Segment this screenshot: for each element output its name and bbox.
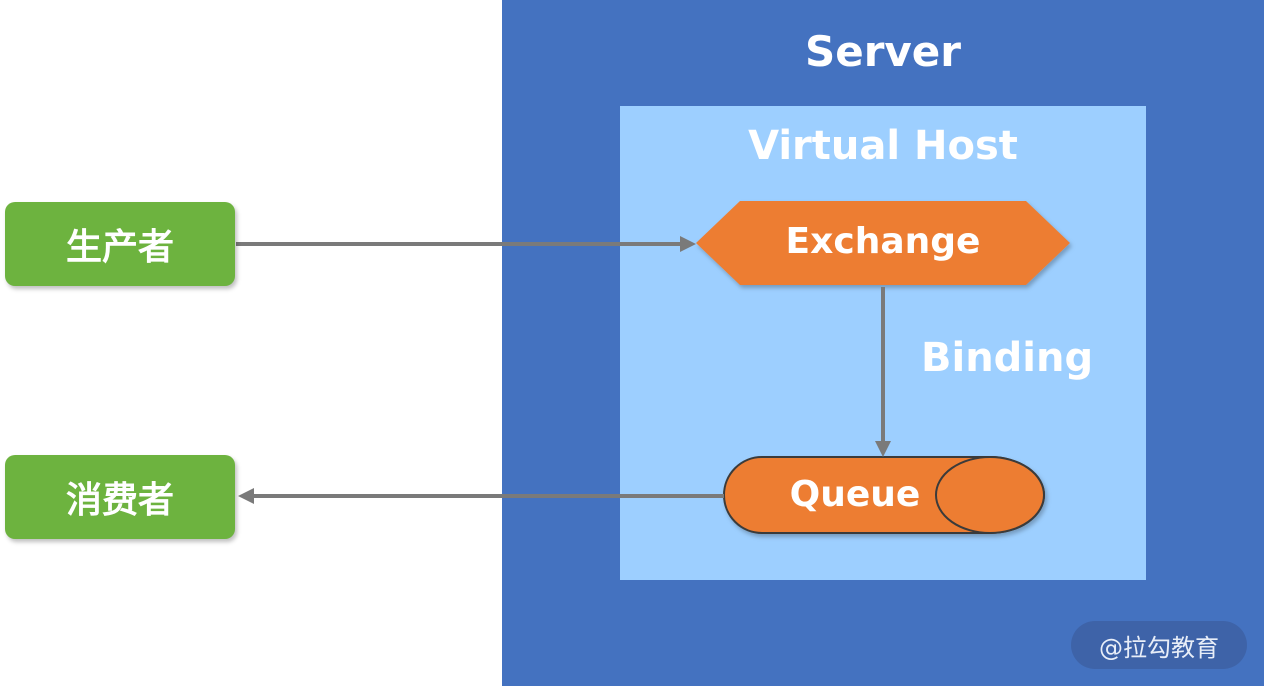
queue-node [723, 456, 1045, 534]
binding-label: Binding [921, 335, 1094, 381]
watermark-badge: @拉勾教育 [1071, 621, 1247, 669]
producer-node: 生产者 [5, 202, 235, 286]
virtual-host-label: Virtual Host [748, 123, 1018, 169]
binding-arrow [875, 287, 891, 457]
exchange-node [696, 201, 1070, 285]
consumer-node: 消费者 [5, 455, 235, 539]
watermark-text: @拉勾教育 [1099, 633, 1219, 662]
producer-to-exchange-arrow [236, 236, 696, 252]
producer-label: 生产者 [65, 227, 174, 268]
queue-end-cap [935, 456, 1045, 534]
queue-label: Queue [789, 474, 921, 515]
queue-to-consumer-arrow [238, 488, 724, 504]
consumer-label: 消费者 [65, 480, 174, 521]
server-label: Server [804, 27, 962, 76]
exchange-label: Exchange [785, 221, 981, 262]
